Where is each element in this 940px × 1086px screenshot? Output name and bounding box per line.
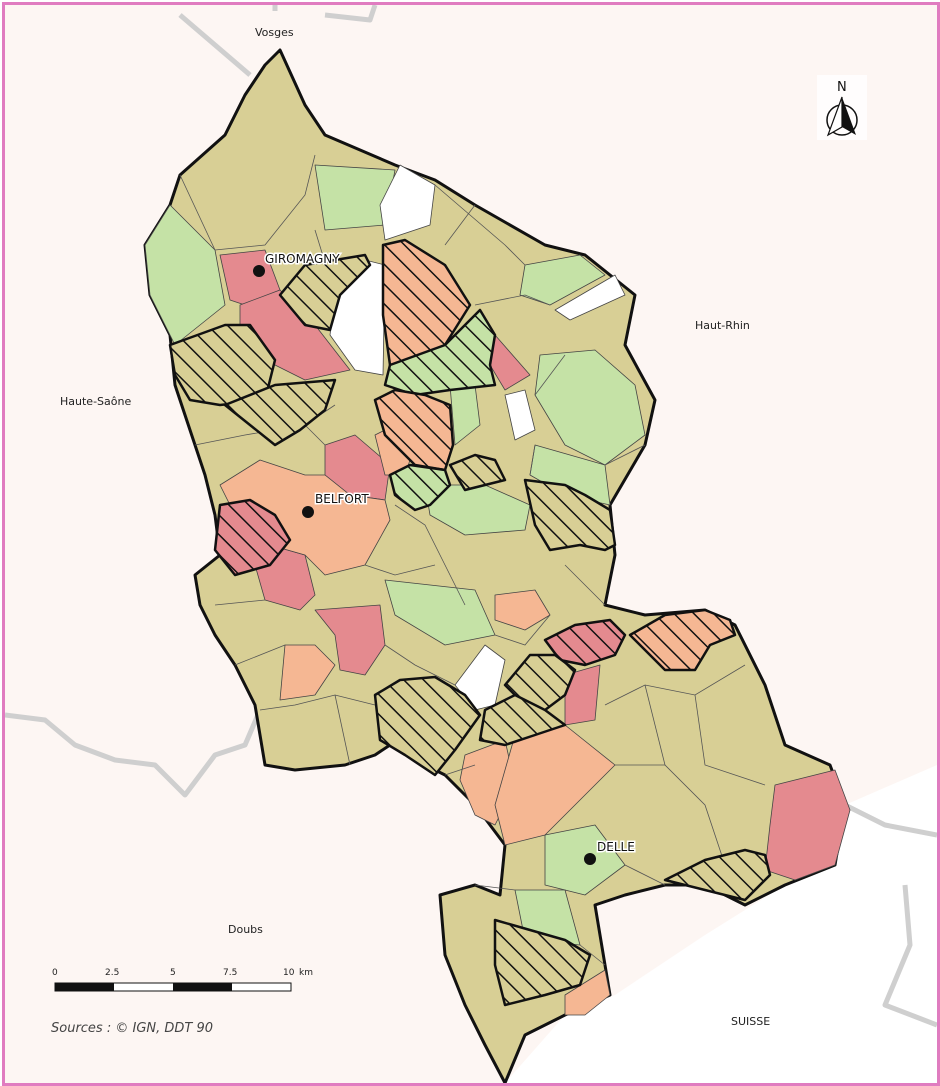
north-arrow-icon: N xyxy=(817,75,867,140)
scale-unit: km xyxy=(299,968,313,978)
city-delle: DELLE xyxy=(584,839,636,865)
commune-fills xyxy=(144,164,851,1016)
scale-bar: 0 2.5 5 7.5 10 km xyxy=(52,968,313,992)
neighbor-label-haut-rhin: Haut-Rhin xyxy=(695,319,750,332)
city-belfort: BELFORT xyxy=(302,491,371,518)
city-giromagny: GIROMAGNY xyxy=(253,251,342,277)
scale-tick-7-5: 7.5 xyxy=(223,968,237,978)
neighbor-label-vosges: Vosges xyxy=(255,26,294,39)
neighbor-label-suisse: SUISSE xyxy=(731,1015,770,1028)
scale-tick-10: 10 xyxy=(283,968,295,978)
city-label-delle: DELLE xyxy=(597,840,635,854)
map-canvas: Vosges Haut-Rhin Haute-Saône Doubs SUISS… xyxy=(5,5,937,1083)
sources-credit: Sources : © IGN, DDT 90 xyxy=(51,1021,213,1036)
scale-tick-2-5: 2.5 xyxy=(105,968,119,978)
city-marker xyxy=(253,265,265,277)
neighbor-label-haute-saone: Haute-Saône xyxy=(60,395,131,408)
scale-tick-5: 5 xyxy=(170,968,176,978)
scale-tick-0: 0 xyxy=(52,968,58,978)
neighbor-boundaries xyxy=(5,5,937,1028)
city-marker xyxy=(584,853,596,865)
city-label-belfort: BELFORT xyxy=(315,492,369,506)
commune-boundaries xyxy=(179,154,766,966)
city-marker xyxy=(302,506,314,518)
neighbor-label-doubs: Doubs xyxy=(228,923,263,936)
hatched-communes xyxy=(168,238,772,1007)
svg-text:N: N xyxy=(837,80,847,95)
city-label-giromagny: GIROMAGNY xyxy=(265,252,340,266)
